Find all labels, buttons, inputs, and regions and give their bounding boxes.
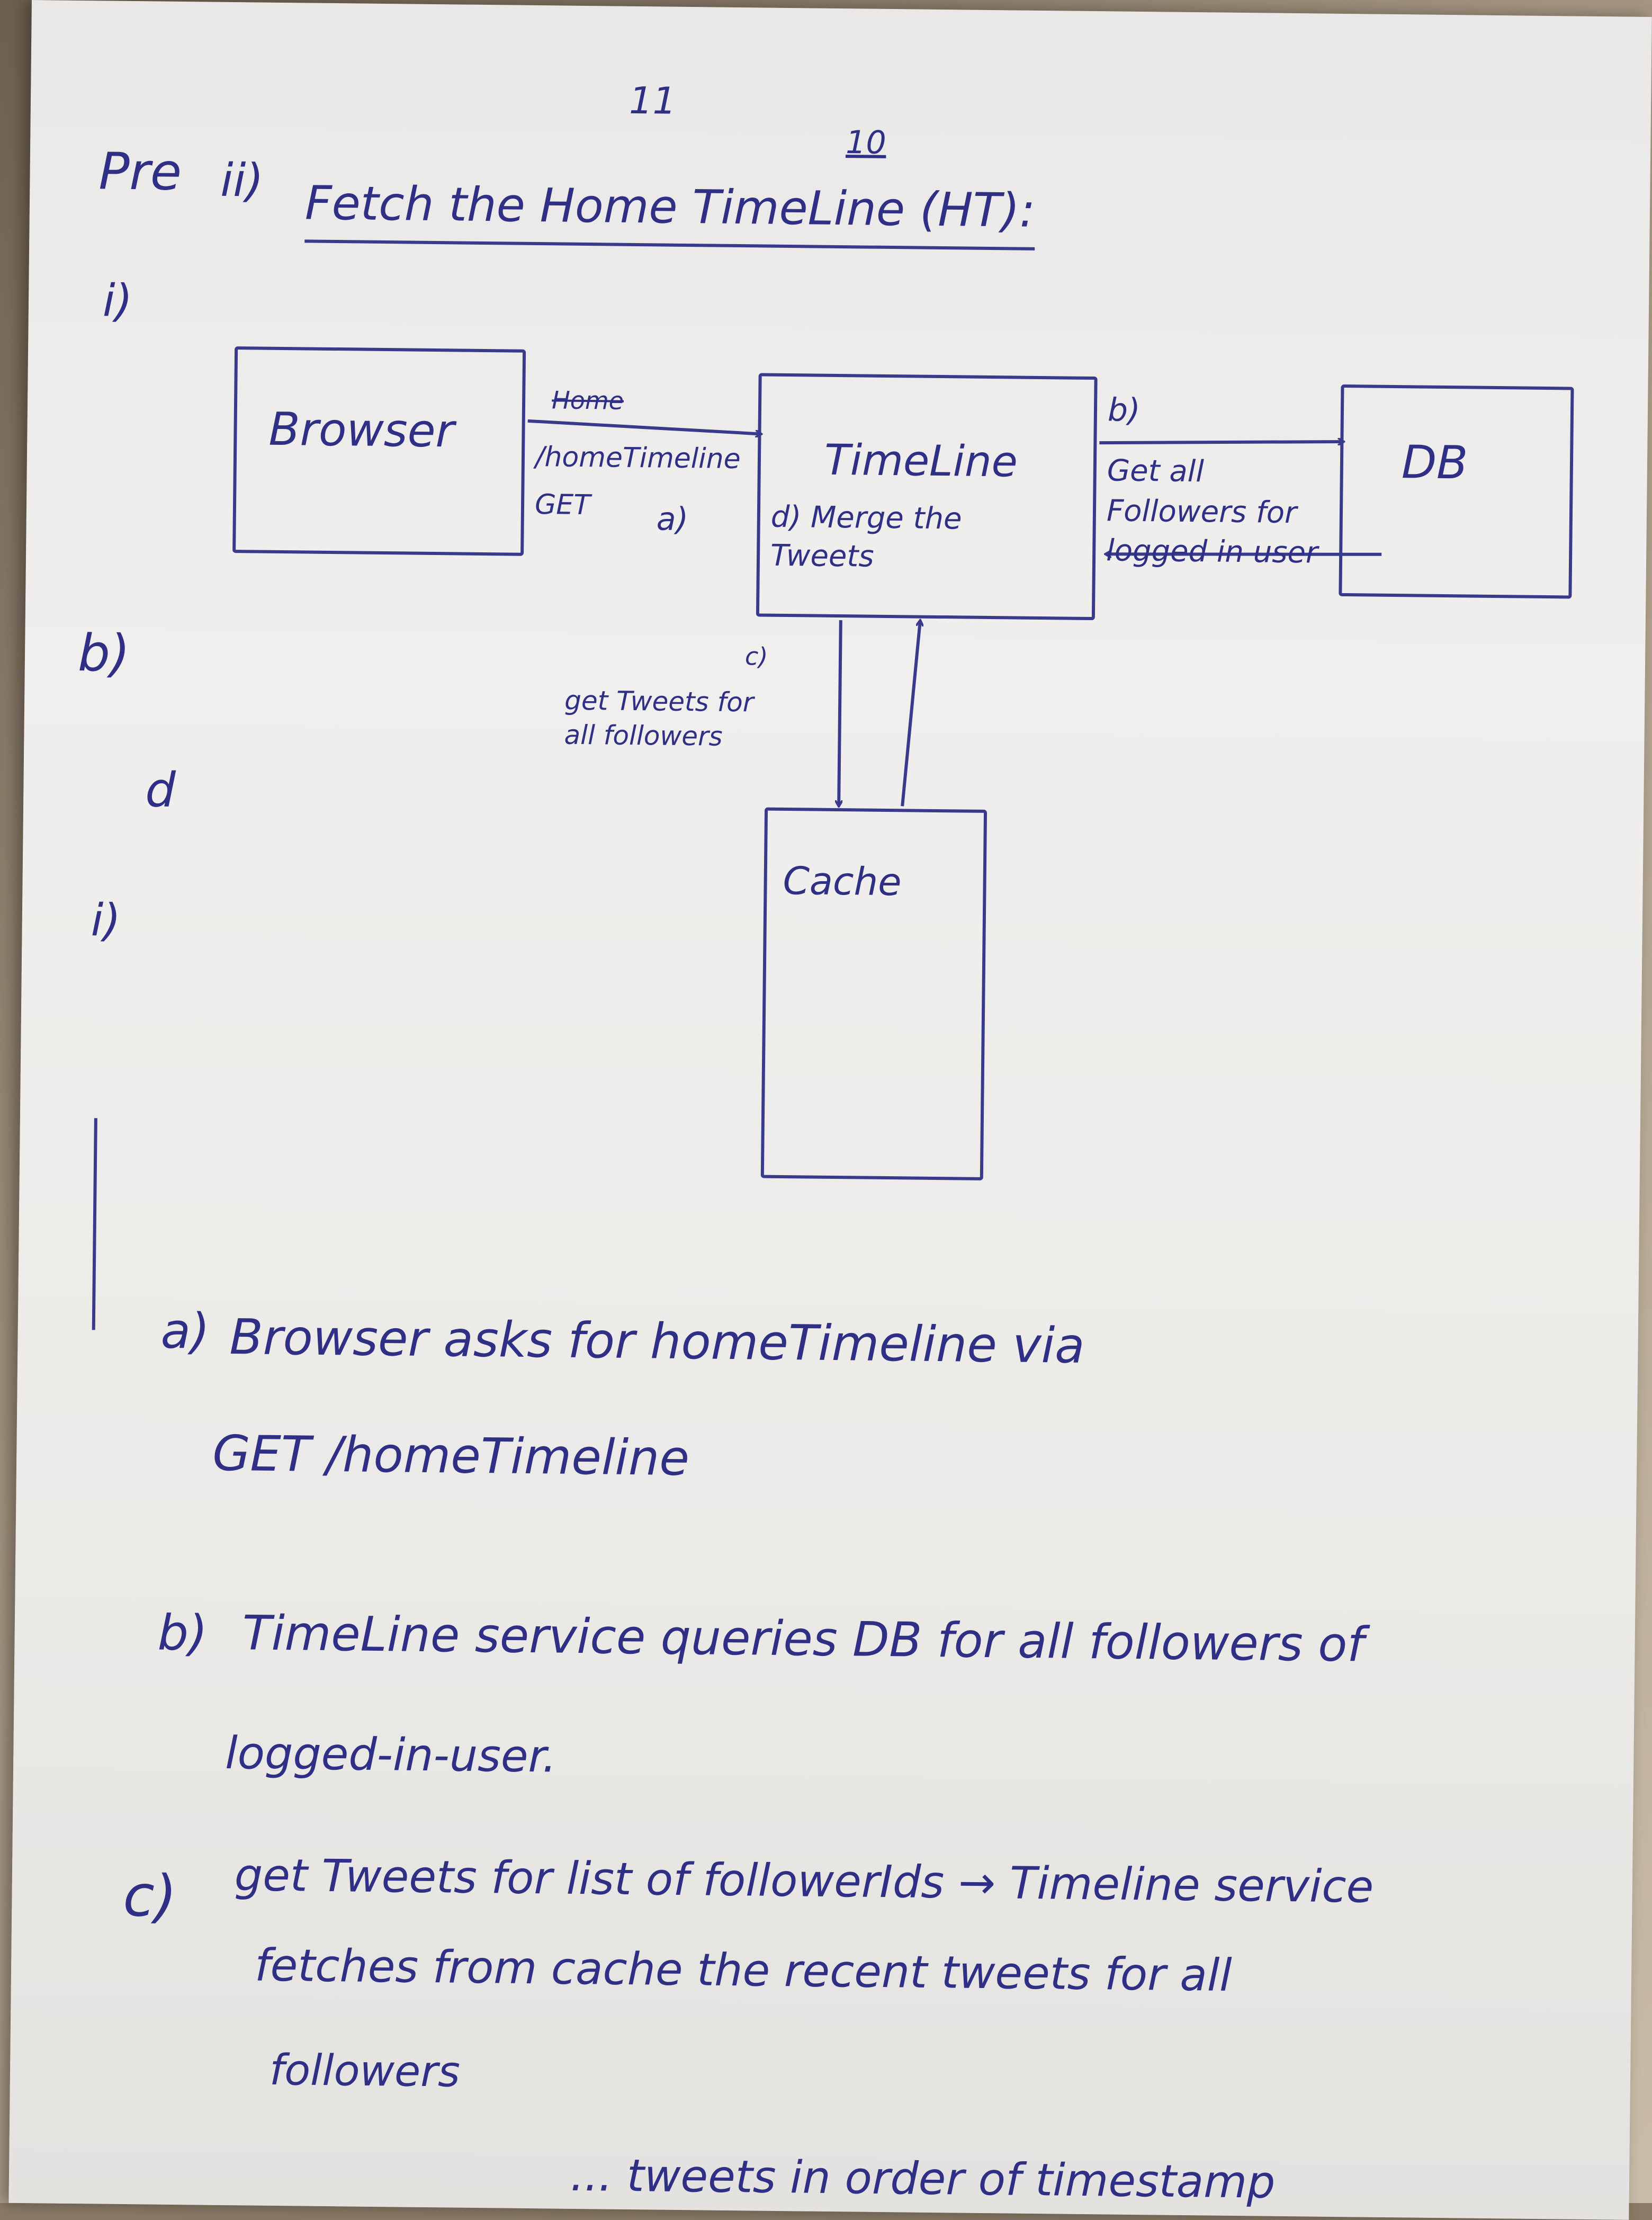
- diagram-arrows: [527, 419, 1382, 1235]
- label-get-all-followers: Get all Followers for logged in user: [1106, 453, 1318, 570]
- step-a-line-2: GET /homeTimeline: [212, 1425, 690, 1487]
- arrow-db-to-timeline: [1106, 551, 1382, 557]
- step-b-line-1: TimeLine service queries DB for all foll…: [242, 1605, 1364, 1673]
- step-c-line-3: followers: [269, 2045, 461, 2097]
- notebook-page: 11 10 Pre ii) Fetch the Home TimeLine (H…: [8, 0, 1652, 2220]
- step-b-line-2: logged-in-user.: [225, 1727, 557, 1783]
- arrow-timeline-to-db: [1099, 439, 1343, 445]
- label-home-timeline-path: /homeTimeline: [535, 441, 741, 476]
- arrow-cache-to-timeline: [901, 621, 920, 807]
- step-c-line-2: fetches from cache the recent tweets for…: [254, 1939, 1233, 2001]
- label-step-a: a): [656, 500, 689, 539]
- step-d-line-1: ... tweets in order of timestamp: [570, 2149, 1276, 2208]
- label-get-method: GET: [534, 489, 591, 522]
- label-get-tweets: get Tweets for all followers: [564, 685, 754, 752]
- label-home: Home: [551, 386, 624, 415]
- label-step-c: c): [744, 642, 768, 671]
- step-c-line-1: get Tweets for list of followerIds → Tim…: [234, 1849, 1374, 1913]
- step-a-line-1: Browser asks for homeTimeline via: [229, 1309, 1085, 1374]
- step-c-marker: c): [122, 1863, 177, 1930]
- arrow-timeline-to-cache: [839, 620, 841, 805]
- label-step-b: b): [1107, 391, 1141, 429]
- step-b-marker: b): [157, 1604, 208, 1662]
- step-a-marker: a): [160, 1302, 210, 1360]
- arrow-browser-to-timeline: [527, 419, 761, 434]
